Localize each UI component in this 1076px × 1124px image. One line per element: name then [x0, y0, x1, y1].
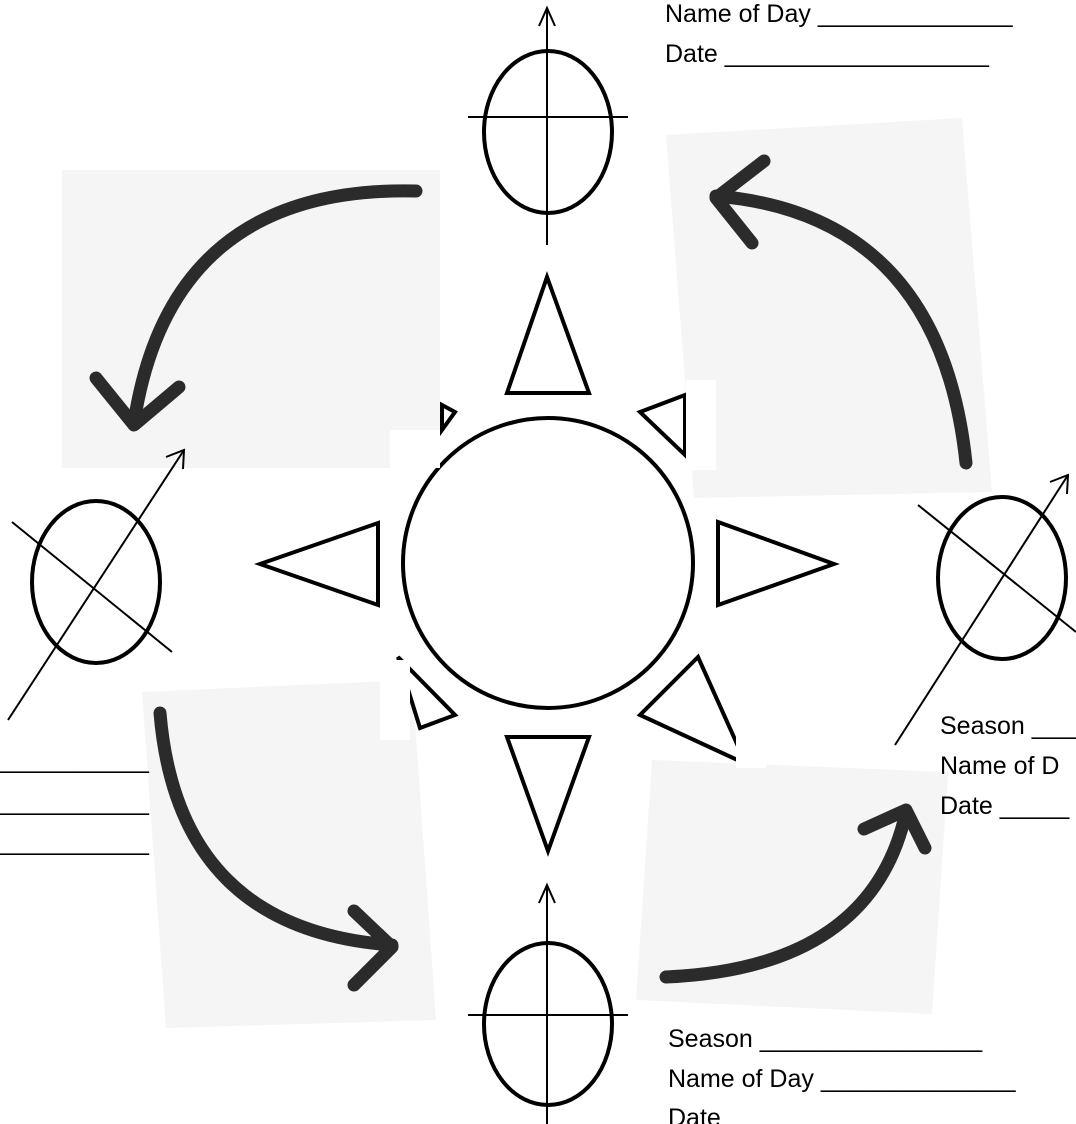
- sun-ray-right: [718, 522, 834, 605]
- earth-top: [468, 8, 628, 245]
- sun-ray-top-left: [442, 405, 455, 430]
- earth-bottom: [468, 885, 628, 1124]
- left-line-3: ___________: [0, 826, 149, 858]
- bottom-season-label: Season ________________: [668, 1023, 982, 1055]
- right-date-label: Date _____: [940, 790, 1069, 822]
- sun-disc: [403, 418, 693, 708]
- bottom-name-of-day-label: Name of Day ______________: [668, 1063, 1016, 1095]
- top-name-of-day-label: Name of Day ______________: [665, 0, 1013, 30]
- sun-ray-bottom: [507, 737, 589, 851]
- left-line-1: ___________: [0, 744, 149, 776]
- sun-ray-left: [260, 523, 378, 605]
- earth-right: [895, 475, 1076, 745]
- right-name-of-day-label: Name of D: [940, 750, 1059, 782]
- sun-ray-top: [507, 277, 589, 393]
- right-season-label: Season ____: [940, 710, 1076, 742]
- panel-top-left: [62, 170, 440, 468]
- earth-left-globe: [32, 501, 160, 663]
- earth-left: [8, 450, 184, 720]
- sun-ray-bottom-right: [640, 657, 746, 764]
- left-line-2: ___________: [0, 786, 149, 818]
- sun-ray-top-right: [640, 395, 685, 455]
- bottom-date-label: Date: [668, 1102, 721, 1124]
- top-date-label: Date ___________________: [665, 38, 989, 70]
